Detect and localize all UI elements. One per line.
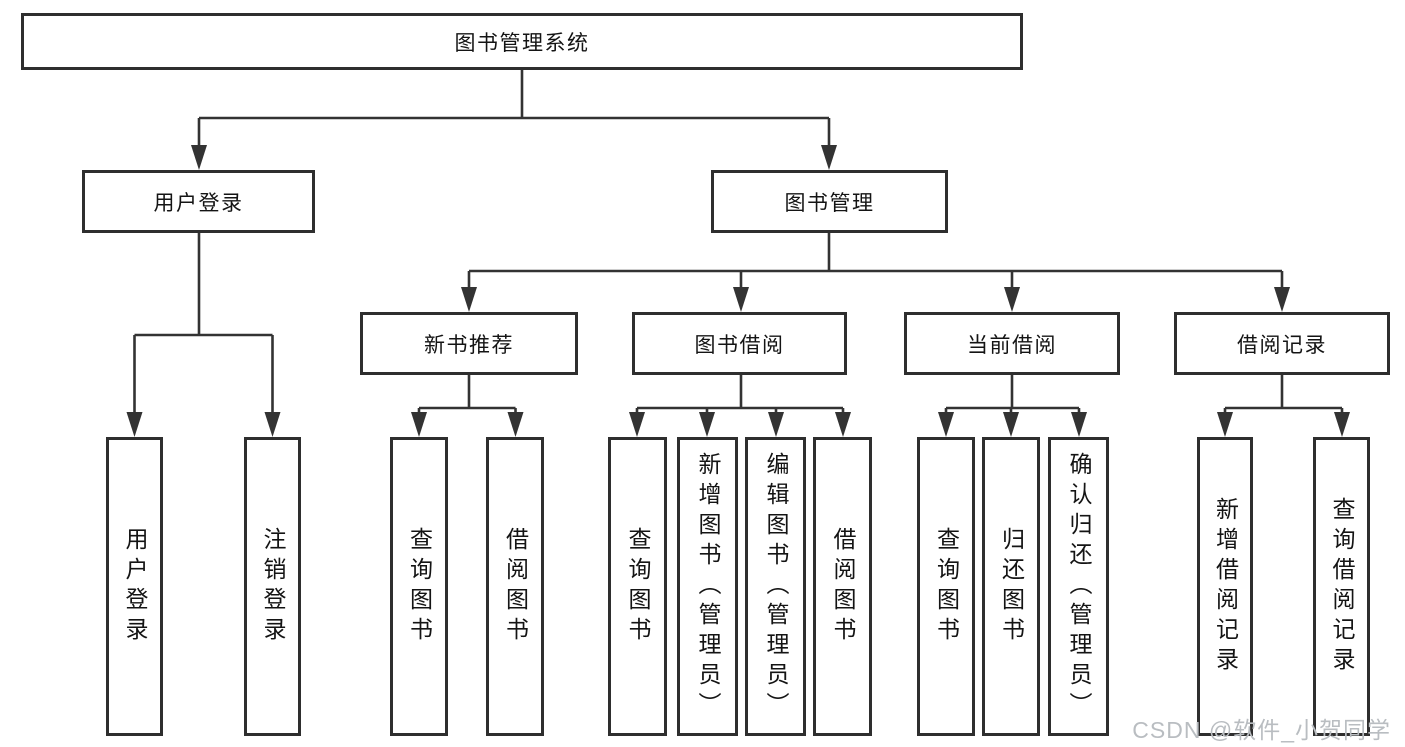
leaf-return-book-label: 归还图书 [998, 526, 1025, 647]
node-new-book-recommendation-label: 新书推荐 [424, 333, 514, 357]
leaf-user-login-label: 用户登录 [122, 526, 148, 647]
leaf-borrow-books-recommend: 借阅图书 [486, 437, 544, 736]
leaf-confirm-return-admin: 确认归还（管理员） [1048, 437, 1109, 736]
leaf-add-book-admin-label: 新增图书（管理员） [695, 451, 721, 722]
node-borrowing-records-label: 借阅记录 [1237, 333, 1327, 357]
node-current-borrowing: 当前借阅 [904, 312, 1120, 375]
node-book-management: 图书管理 [711, 170, 948, 233]
node-borrowing-records: 借阅记录 [1174, 312, 1390, 375]
node-root: 图书管理系统 [21, 13, 1023, 70]
node-current-borrowing-label: 当前借阅 [967, 333, 1057, 357]
leaf-add-book-admin: 新增图书（管理员） [677, 437, 738, 736]
leaf-edit-book-admin-label: 编辑图书（管理员） [763, 451, 789, 722]
node-root-label: 图书管理系统 [454, 31, 590, 55]
leaf-add-borrow-record: 新增借阅记录 [1197, 437, 1253, 736]
leaf-return-book: 归还图书 [982, 437, 1040, 736]
node-book-borrowing: 图书借阅 [632, 312, 847, 375]
leaf-query-books-current-label: 查询图书 [933, 526, 960, 647]
leaf-borrow-books-recommend-label: 借阅图书 [502, 526, 529, 647]
leaf-borrow-books-borrowing-label: 借阅图书 [830, 526, 856, 647]
leaf-query-books-current: 查询图书 [917, 437, 975, 736]
node-book-management-label: 图书管理 [784, 191, 875, 215]
leaf-confirm-return-admin-label: 确认归还（管理员） [1066, 451, 1092, 722]
leaf-add-borrow-record-label: 新增借阅记录 [1212, 496, 1239, 677]
node-user-login: 用户登录 [82, 170, 315, 233]
leaf-user-login: 用户登录 [106, 437, 163, 736]
leaf-query-borrow-record: 查询借阅记录 [1313, 437, 1370, 736]
node-user-login-label: 用户登录 [153, 191, 244, 215]
node-book-borrowing-label: 图书借阅 [694, 333, 785, 357]
leaf-edit-book-admin: 编辑图书（管理员） [745, 437, 806, 736]
leaf-borrow-books-borrowing: 借阅图书 [813, 437, 872, 736]
leaf-query-books-borrowing-label: 查询图书 [625, 526, 651, 647]
leaf-logout-login: 注销登录 [244, 437, 301, 736]
leaf-logout-login-label: 注销登录 [260, 526, 286, 647]
leaf-query-borrow-record-label: 查询借阅记录 [1329, 496, 1355, 677]
node-new-book-recommendation: 新书推荐 [360, 312, 578, 375]
leaf-query-books-borrowing: 查询图书 [608, 437, 667, 736]
leaf-query-books-recommend-label: 查询图书 [406, 526, 433, 647]
csdn-watermark: CSDN @软件_小贺同学 [1132, 717, 1391, 743]
leaf-query-books-recommend: 查询图书 [390, 437, 448, 736]
